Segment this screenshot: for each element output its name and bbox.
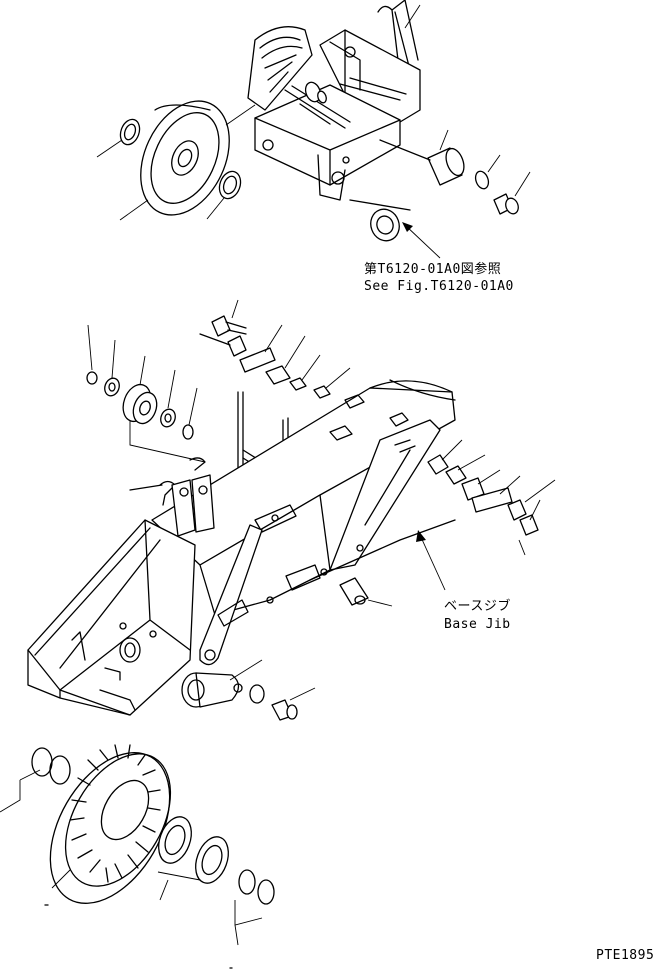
base-jib-assembly — [27, 299, 556, 721]
upper-sheave-assembly — [96, 0, 531, 259]
reference-label-en: See Fig.T6120-01A0 — [364, 279, 514, 294]
base-jib-label-jp: ベースジブ — [444, 599, 511, 614]
base-jib-label-en: Base Jib — [444, 617, 511, 632]
sheave-spokes — [69, 744, 161, 883]
arrow-icon — [402, 222, 413, 232]
arrow-icon — [416, 530, 426, 542]
reference-label-jp: 第T6120-01A0図参照 — [364, 262, 502, 277]
lower-sheave-assembly — [0, 744, 275, 969]
figure-code: PTE1895 — [596, 948, 655, 963]
